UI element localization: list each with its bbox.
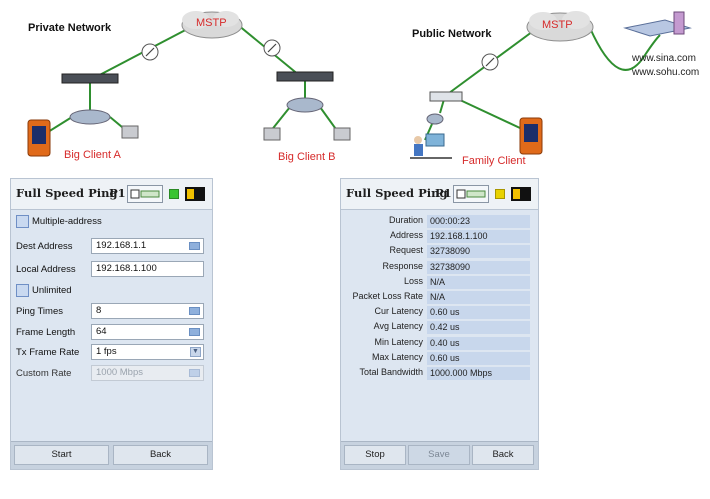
network-diagram — [27, 11, 692, 159]
battery-icon — [511, 187, 531, 201]
result-label: Max Latency — [371, 351, 423, 362]
keyboard-icon[interactable] — [189, 242, 200, 250]
local-address-field[interactable]: 192.168.1.100 — [91, 261, 204, 277]
result-value: 1000.000 Mbps — [427, 367, 530, 380]
mstp-left-label: MSTP — [196, 17, 227, 29]
port-label: P1 — [435, 186, 452, 200]
custom-rate-field: 1000 Mbps — [91, 365, 204, 381]
result-label: Request — [389, 245, 423, 256]
screen-title: Full Speed Ping — [346, 186, 448, 200]
button-bar: Start Back — [11, 441, 212, 469]
result-value: 192.168.1.100 — [427, 230, 530, 244]
title-bar: Full Speed Ping P1 — [11, 179, 212, 210]
result-value: N/A — [427, 291, 530, 304]
result-label: Duration — [388, 215, 423, 225]
keyboard-icon[interactable] — [189, 307, 200, 315]
result-value: 000:00:23 — [427, 215, 530, 228]
local-address-label: Local Address — [16, 264, 76, 275]
title-bar: Full Speed Ping P1 — [341, 179, 538, 210]
result-label: Total Bandwidth — [359, 367, 423, 377]
result-value: N/A — [427, 275, 530, 289]
result-value: 0.42 us — [427, 321, 530, 335]
multiple-address-checkbox[interactable] — [16, 215, 29, 228]
computer-icon — [121, 125, 351, 141]
family-client-label: Family Client — [462, 155, 526, 167]
stop-button[interactable]: Stop — [344, 445, 406, 465]
ping-times-label: Ping Times — [16, 306, 63, 317]
cloud-icon — [526, 11, 594, 42]
button-bar: Stop Save Back — [341, 441, 538, 469]
tx-frame-rate-value: 1 fps — [96, 346, 117, 357]
screen-title: Full Speed Ping — [16, 186, 118, 200]
tester-icon — [27, 117, 543, 157]
unlimited-checkbox[interactable] — [16, 284, 29, 297]
result-label: Packet Loss Rate — [352, 291, 423, 301]
dest-address-field[interactable]: 192.168.1.1 — [91, 238, 204, 254]
frame-length-value: 64 — [96, 326, 107, 337]
ping-times-value: 8 — [96, 305, 102, 316]
keyboard-icon — [189, 369, 200, 377]
port-label: P1 — [109, 186, 126, 200]
public-network-title: Public Network — [412, 28, 492, 40]
switch-icon — [61, 71, 463, 102]
link-status-icon — [495, 189, 505, 199]
result-value: 0.40 us — [427, 336, 530, 350]
battery-icon — [185, 187, 205, 201]
dest-address-label: Dest Address — [16, 241, 73, 252]
ping-times-field[interactable]: 8 — [91, 303, 204, 319]
ethernet-port-icon[interactable] — [127, 185, 163, 203]
server-icon — [623, 11, 692, 37]
user-workstation-icon — [410, 133, 452, 159]
custom-rate-label: Custom Rate — [16, 368, 72, 379]
keyboard-icon[interactable] — [189, 328, 200, 336]
result-value: 32738090 — [427, 260, 530, 274]
result-label: Cur Latency — [374, 306, 423, 317]
result-value: 32738090 — [427, 245, 530, 259]
result-label: Loss — [403, 275, 423, 286]
tx-frame-rate-label: Tx Frame Rate — [16, 347, 80, 358]
tx-frame-rate-select[interactable]: 1 fps ▼ — [91, 344, 204, 360]
result-value: 0.60 us — [427, 351, 530, 365]
mstp-right-label: MSTP — [542, 19, 573, 31]
converter-icon — [141, 39, 499, 71]
save-button: Save — [408, 445, 470, 465]
result-label: Min Latency — [374, 336, 423, 347]
start-button[interactable]: Start — [14, 445, 109, 465]
back-button[interactable]: Back — [472, 445, 534, 465]
custom-rate-value: 1000 Mbps — [96, 367, 144, 378]
router-icon — [69, 97, 444, 125]
private-network-title: Private Network — [28, 22, 112, 34]
unlimited-label: Unlimited — [32, 285, 72, 296]
site-sohu-label: www.sohu.com — [632, 67, 700, 78]
cloud-icon — [181, 11, 243, 39]
ethernet-port-icon[interactable] — [453, 185, 489, 203]
ping-config-screen: Full Speed Ping P1 Multiple-address Dest… — [10, 178, 213, 470]
result-label: Address — [389, 230, 423, 241]
frame-length-field[interactable]: 64 — [91, 324, 204, 340]
result-label: Response — [382, 260, 423, 271]
big-client-a-label: Big Client A — [64, 149, 121, 161]
chevron-down-icon[interactable]: ▼ — [190, 347, 201, 357]
local-address-value: 192.168.1.100 — [96, 263, 157, 274]
site-sina-label: www.sina.com — [632, 53, 696, 64]
frame-length-label: Frame Length — [16, 327, 76, 338]
link-status-icon — [169, 189, 179, 199]
multiple-address-label: Multiple-address — [32, 216, 102, 227]
back-button[interactable]: Back — [113, 445, 208, 465]
result-label: Avg Latency — [373, 321, 423, 332]
big-client-b-label: Big Client B — [278, 151, 336, 163]
result-value: 0.60 us — [427, 306, 530, 320]
dest-address-value: 192.168.1.1 — [96, 240, 147, 251]
